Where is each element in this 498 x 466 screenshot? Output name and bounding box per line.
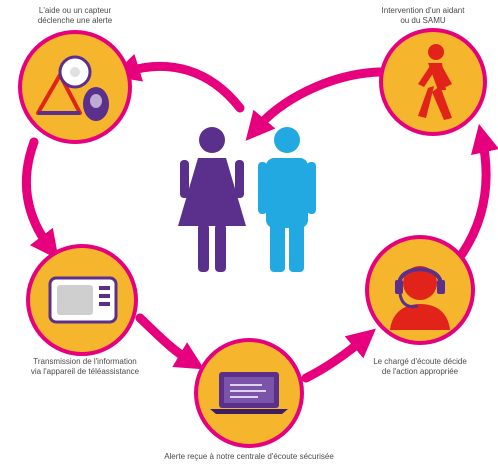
woman-figure-icon [178,127,246,272]
arrow-step4-to-step5 [457,123,498,259]
arrow-step3-to-step4 [301,328,376,383]
arrow-step2-to-step3 [135,313,205,370]
step-1-caption-line-2: déclenche une alerte [37,16,113,25]
laptop-icon [210,372,288,414]
step-1-circle [18,30,132,144]
step-2-circle [26,244,138,356]
step-4-circle [365,235,475,345]
step-2-caption-line-1: Transmission de l'information [33,357,137,366]
cycle-arrows [21,53,498,383]
step-5-circle [379,28,487,136]
step-5-caption-line-2: ou du SAMU [400,16,446,25]
step-4-caption-line-2: de l'action appropriée [381,367,459,376]
step-2-caption: Transmission de l'information via l'appa… [0,357,170,377]
pendant-alarm-icon [36,55,109,121]
step-5-caption: Intervention d'un aidant ou du SAMU [348,6,498,26]
arrow-step5-to-center [245,67,397,141]
arrow-step1-to-step2 [21,137,59,260]
man-figure-icon [258,127,316,272]
step-4-caption-line-1: Le chargé d'écoute décide [373,357,467,366]
step-3-caption-line-1: Alerte reçue à notre centrale d'écoute s… [164,452,334,461]
step-1-caption: L'aide ou un capteur déclenche une alert… [0,6,150,26]
step-5-caption-line-1: Intervention d'un aidant [381,6,465,15]
step-3-circle [194,338,304,448]
arrow-center-to-step1 [111,53,245,113]
step-3-caption: Alerte reçue à notre centrale d'écoute s… [99,452,399,462]
step-2-caption-line-2: via l'appareil de téléassistance [30,367,140,376]
step-1-caption-line-1: L'aide ou un capteur [38,6,112,15]
headset-operator-icon [390,266,450,330]
step-4-caption: Le chargé d'écoute décide de l'action ap… [345,357,495,377]
walking-person-icon [418,44,452,120]
teleassistance-device-icon [48,276,118,324]
